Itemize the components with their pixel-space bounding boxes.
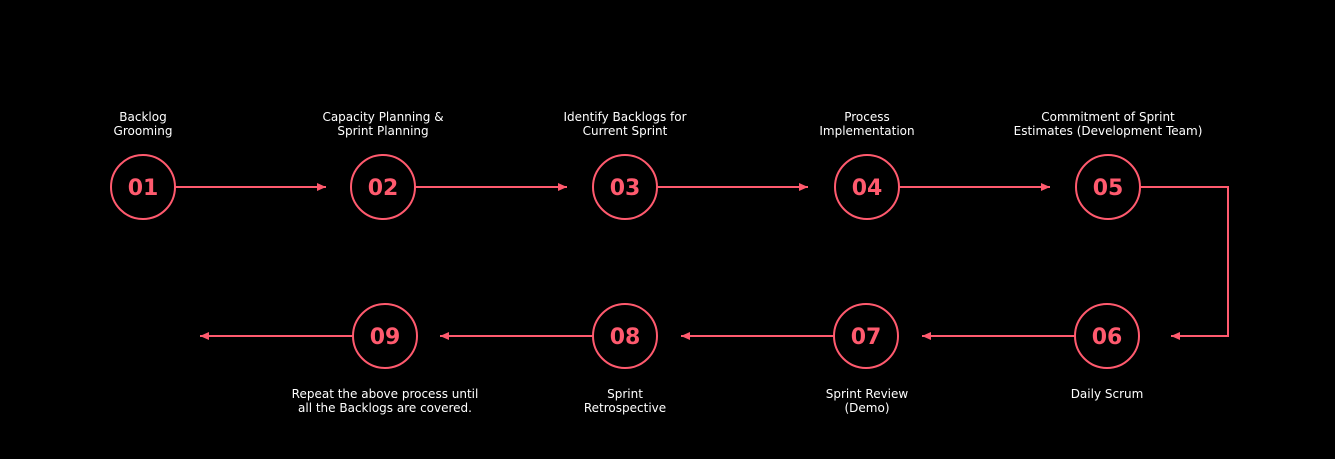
- step-node-01: 01: [110, 154, 176, 220]
- step-number: 09: [370, 325, 401, 350]
- arrow-5-to-6: [1140, 186, 1229, 340]
- step-node-04: 04: [834, 154, 900, 220]
- step-node-07: 07: [833, 303, 899, 369]
- step-label-03: Identify Backlogs for Current Sprint: [563, 110, 687, 138]
- step-circle: [1074, 303, 1140, 369]
- step-node-02: 02: [350, 154, 416, 220]
- connectors: [175, 183, 1229, 340]
- step-label-04: Process Implementation: [819, 110, 915, 138]
- step-number: 04: [852, 176, 883, 201]
- step-number: 08: [610, 325, 641, 350]
- step-node-09: 09: [352, 303, 418, 369]
- step-node-08: 08: [592, 303, 658, 369]
- step-label-07: Sprint Review (Demo): [825, 387, 909, 415]
- step-circle: [1075, 154, 1141, 220]
- step-number: 06: [1092, 325, 1123, 350]
- step-label-06: Daily Scrum: [1070, 387, 1144, 401]
- step-circle: [110, 154, 176, 220]
- step-number: 03: [610, 176, 641, 201]
- step-number: 05: [1093, 176, 1124, 201]
- step-label-08: Sprint Retrospective: [583, 387, 667, 415]
- step-label-01: Backlog Grooming: [113, 110, 173, 138]
- step-circle: [592, 303, 658, 369]
- step-node-03: 03: [592, 154, 658, 220]
- step-label-02: Capacity Planning & Sprint Planning: [322, 110, 444, 138]
- step-label-09: Repeat the above process until all the B…: [291, 387, 479, 415]
- step-number: 02: [368, 176, 399, 201]
- step-circle: [833, 303, 899, 369]
- step-circle: [350, 154, 416, 220]
- step-number: 01: [128, 176, 159, 201]
- step-circle: [352, 303, 418, 369]
- step-number: 07: [851, 325, 882, 350]
- step-node-05: 05: [1075, 154, 1141, 220]
- step-node-06: 06: [1074, 303, 1140, 369]
- step-nodes: 01 02 03 04 05 06 07 08 09: [110, 154, 1141, 369]
- step-circle: [834, 154, 900, 220]
- step-label-05: Commitment of Sprint Estimates (Developm…: [1013, 110, 1203, 138]
- step-circle: [592, 154, 658, 220]
